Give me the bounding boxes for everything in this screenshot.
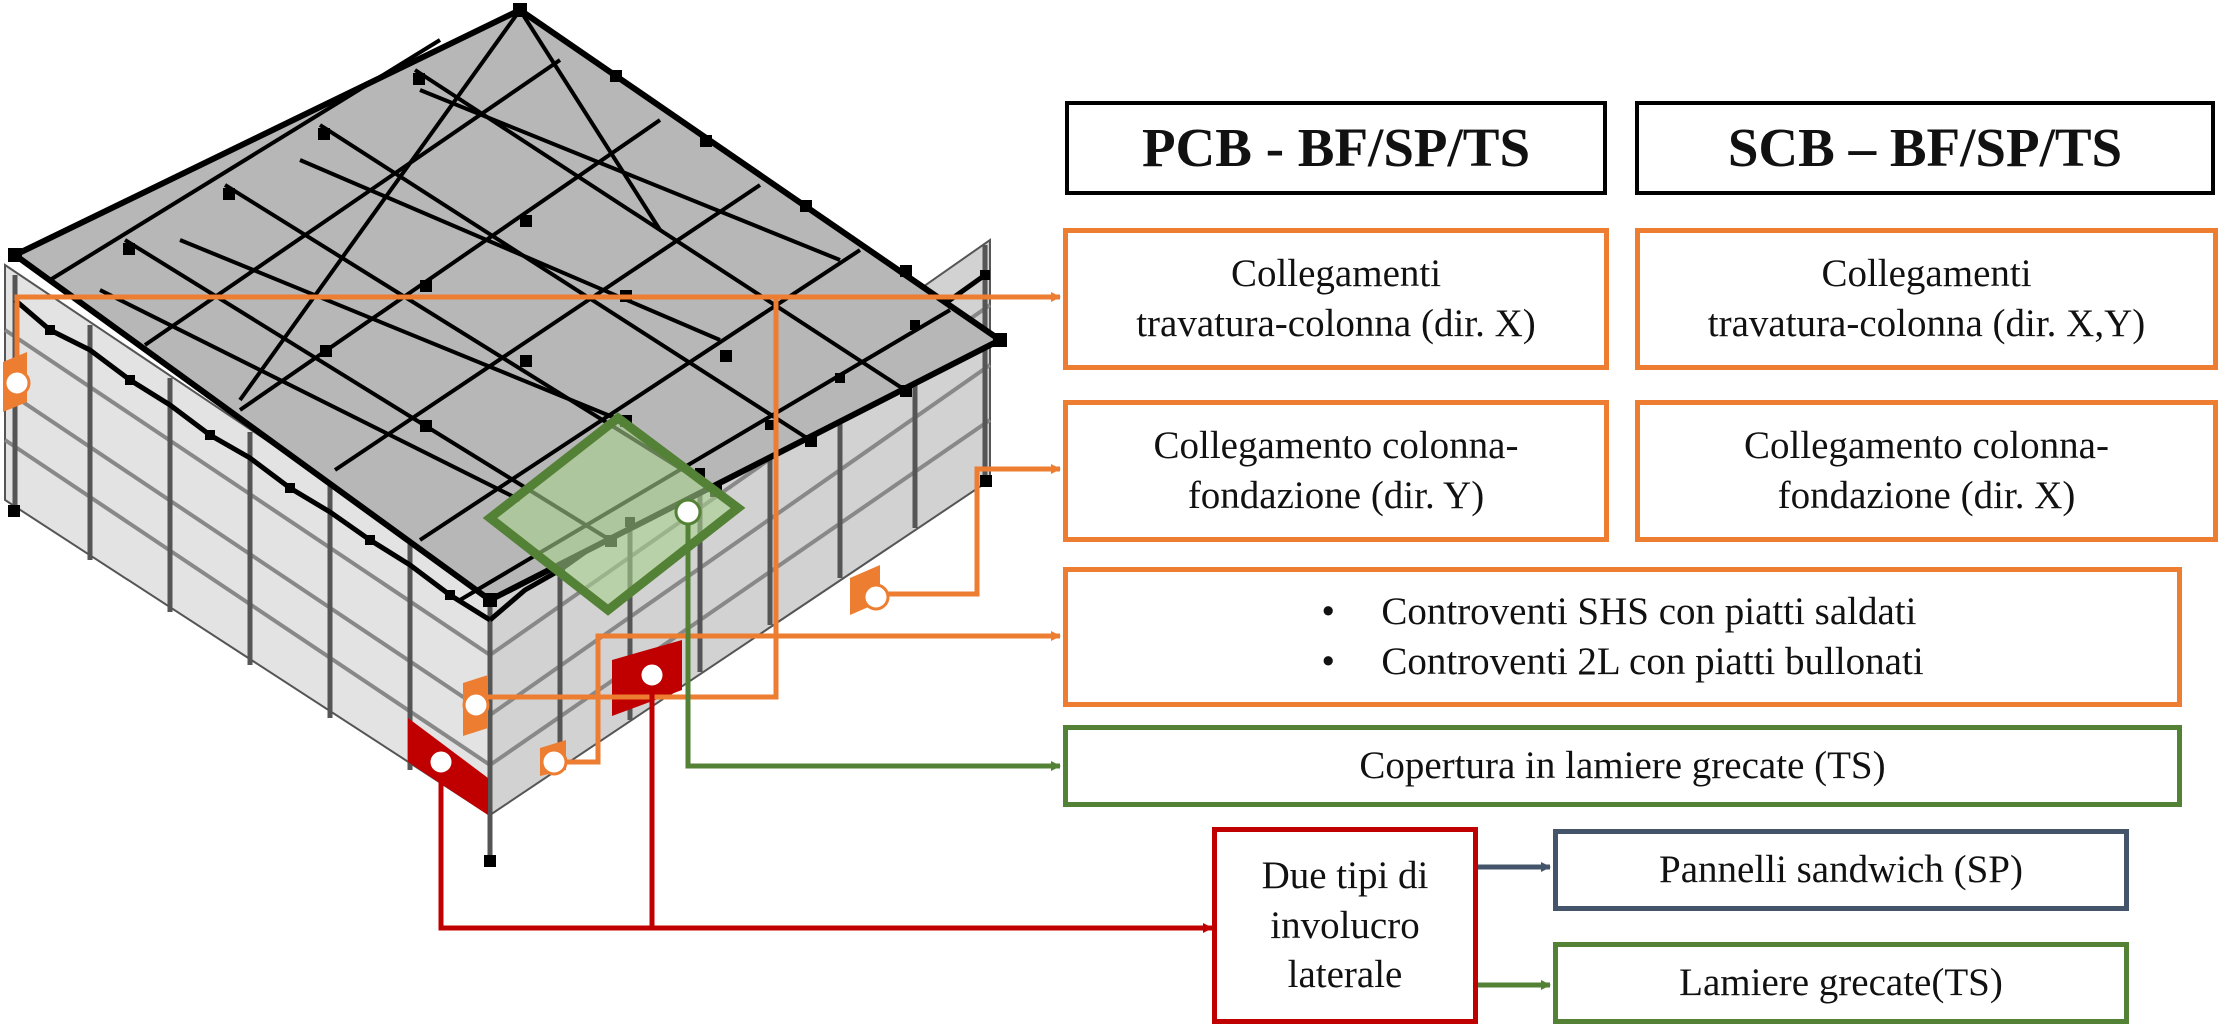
bracing-item: • Controventi SHS con piatti saldati xyxy=(1321,587,1923,637)
bracing-box: • Controventi SHS con piatti saldati • C… xyxy=(1063,567,2182,707)
bracing-list: • Controventi SHS con piatti saldati • C… xyxy=(1321,587,1923,687)
scb-header-text: SCB – BF/SP/TS xyxy=(1727,116,2123,178)
trapezoidal-sheeting-text: Lamiere grecate(TS) xyxy=(1679,961,2003,1005)
pcb-col-found-line1: Collegamento colonna- xyxy=(1153,424,1519,468)
bracing-item-text: Controventi 2L con piatti bullonati xyxy=(1381,640,1924,683)
envelope-line3: laterale xyxy=(1287,953,1403,997)
sandwich-panels-text: Pannelli sandwich (SP) xyxy=(1659,848,2023,892)
pcb-header: PCB - BF/SP/TS xyxy=(1065,101,1607,195)
bullet: • xyxy=(1321,640,1335,683)
scb-beam-col-line2: travatura-colonna (dir. X,Y) xyxy=(1707,302,2146,345)
trapezoidal-sheeting-box: Lamiere grecate(TS) xyxy=(1553,942,2129,1024)
scb-col-found-line1: Collegamento colonna- xyxy=(1744,424,2109,468)
roof-sheeting-highlight xyxy=(482,412,746,616)
envelope-line2: involucro xyxy=(1270,903,1420,947)
bracing-item-text: Controventi SHS con piatti saldati xyxy=(1381,590,1917,634)
pcb-beam-column-connection: Collegamenti travatura-colonna (dir. X) xyxy=(1063,228,1609,370)
pcb-beam-col-line2: travatura-colonna (dir. X) xyxy=(1136,302,1536,345)
pcb-col-found-line2: fondazione (dir. Y) xyxy=(1187,474,1485,517)
envelope-types-box: Due tipi di involucro laterale xyxy=(1212,827,1478,1024)
scb-column-foundation-connection: Collegamento colonna- fondazione (dir. X… xyxy=(1635,400,2218,542)
sandwich-panels-box: Pannelli sandwich (SP) xyxy=(1553,829,2129,911)
scb-beam-column-connection: Collegamenti travatura-colonna (dir. X,Y… xyxy=(1635,228,2218,370)
roof-sheeting-box: Copertura in lamiere grecate (TS) xyxy=(1063,725,2182,807)
bracing-item: • Controventi 2L con piatti bullonati xyxy=(1321,637,1923,687)
bullet: • xyxy=(1321,590,1335,634)
pcb-beam-col-line1: Collegamenti xyxy=(1230,252,1442,296)
scb-col-found-line2: fondazione (dir. X) xyxy=(1777,474,2076,517)
pcb-column-foundation-connection: Collegamento colonna- fondazione (dir. Y… xyxy=(1063,400,1609,542)
scb-header: SCB – BF/SP/TS xyxy=(1635,101,2215,195)
envelope-line1: Due tipi di xyxy=(1261,853,1429,897)
scb-beam-col-line1: Collegamenti xyxy=(1821,252,2032,296)
roof-sheeting-text: Copertura in lamiere grecate (TS) xyxy=(1359,744,1886,788)
pcb-header-text: PCB - BF/SP/TS xyxy=(1141,116,1531,178)
